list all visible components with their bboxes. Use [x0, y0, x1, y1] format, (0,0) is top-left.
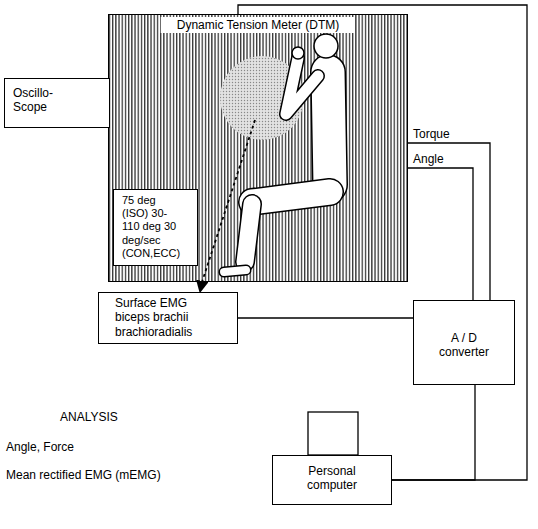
block-box: Surface EMG biceps brachii brachioradial…	[98, 292, 238, 344]
monitor-symbol	[308, 412, 358, 455]
seated-subject	[224, 34, 338, 272]
box-label: 75 deg (ISO) 30-110 deg 30 deg/sec (CON,…	[122, 194, 184, 260]
connector	[392, 385, 475, 480]
emg-leader	[202, 120, 255, 282]
connector	[238, 5, 527, 480]
device-title: Dynamic Tension Meter (DTM)	[161, 17, 355, 33]
connector	[408, 168, 473, 300]
box-label: Surface EMG biceps brachii brachioradial…	[115, 296, 215, 339]
box-label: A / D converter	[433, 331, 495, 360]
signal-label: Angle	[413, 152, 444, 166]
block-box: Oscillo- Scope	[4, 78, 110, 128]
analysis-note: Angle, Force	[6, 440, 74, 454]
block-box: Personal computer	[272, 455, 392, 505]
box-label: Personal computer	[297, 464, 367, 493]
connector	[200, 282, 202, 292]
analysis-note: ANALYSIS	[60, 410, 118, 424]
analysis-note: Mean rectified EMG (mEMG)	[6, 468, 161, 482]
block-box: 75 deg (ISO) 30-110 deg 30 deg/sec (CON,…	[113, 189, 198, 266]
connector	[238, 317, 413, 318]
connector	[408, 143, 490, 300]
signal-label: Torque	[413, 127, 450, 141]
box-label: Oscillo- Scope	[13, 86, 69, 115]
block-box: A / D converter	[413, 300, 515, 385]
device-frame: Dynamic Tension Meter (DTM) 75 deg (ISO) …	[108, 14, 408, 282]
hatching	[108, 14, 408, 282]
